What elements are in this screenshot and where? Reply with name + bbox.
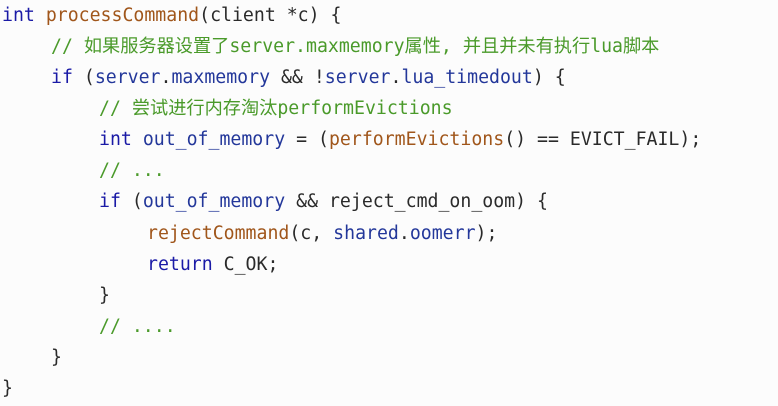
code-token: // ... <box>99 160 165 181</box>
code-line: // 如果服务器设置了server.maxmemory属性, 并且并未有执行lu… <box>51 31 659 62</box>
code-token: () == EVICT_FAIL); <box>504 129 702 150</box>
code-token: lua_timedout <box>401 67 533 88</box>
code-token: (client *c) { <box>199 5 342 26</box>
code-token: = ( <box>285 129 329 150</box>
code-token: } <box>2 378 13 399</box>
code-token <box>132 129 143 150</box>
code-token: . <box>390 67 402 88</box>
code-line: // 尝试进行内存淘汰performEvictions <box>99 93 453 124</box>
code-token: out_of_memory <box>142 129 286 150</box>
code-line: int out_of_memory = (performEvictions() … <box>99 124 701 155</box>
code-token: out_of_memory <box>142 191 286 212</box>
code-token: C_OK; <box>212 254 279 275</box>
code-token: && ! <box>270 67 325 88</box>
code-line: int processCommand(client *c) { <box>2 0 341 31</box>
code-token: maxmemory <box>171 67 271 88</box>
code-token <box>35 5 46 26</box>
code-token: int <box>99 129 132 150</box>
code-token: && reject_cmd_on_oom) { <box>285 191 548 212</box>
code-line: // .... <box>99 311 176 342</box>
code-line: // ... <box>99 155 165 186</box>
code-token: server <box>324 67 391 88</box>
code-token: server <box>94 67 161 88</box>
code-token: // .... <box>99 316 176 337</box>
code-token: if <box>51 67 73 88</box>
code-token: ( <box>120 191 143 212</box>
code-token: ) { <box>532 67 566 88</box>
code-token: // 尝试进行内存淘汰performEvictions <box>99 98 453 119</box>
code-token: (c, <box>289 223 334 244</box>
code-token: // 如果服务器设置了server.maxmemory属性, 并且并未有执行lu… <box>51 36 660 57</box>
code-line: } <box>2 373 13 404</box>
code-token: shared <box>333 223 399 244</box>
code-token: } <box>99 285 110 306</box>
code-token: processCommand <box>45 5 200 26</box>
code-token: performEvictions <box>328 129 505 150</box>
code-token: } <box>51 347 62 368</box>
code-line: } <box>51 342 62 373</box>
code-token: return <box>147 254 213 275</box>
code-token: ( <box>72 67 95 88</box>
code-token: oomerr <box>409 223 476 244</box>
code-token: if <box>99 191 121 212</box>
code-token: . <box>160 67 172 88</box>
code-line: if (out_of_memory && reject_cmd_on_oom) … <box>99 186 548 217</box>
code-token: ); <box>475 223 498 244</box>
code-line: return C_OK; <box>147 249 278 280</box>
code-token: . <box>398 223 410 244</box>
code-token: rejectCommand <box>147 223 290 244</box>
code-line: rejectCommand(c, shared.oomerr); <box>147 218 497 249</box>
code-token: int <box>2 5 35 26</box>
code-line: } <box>99 280 110 311</box>
code-line: if (server.maxmemory && !server.lua_time… <box>51 62 566 93</box>
